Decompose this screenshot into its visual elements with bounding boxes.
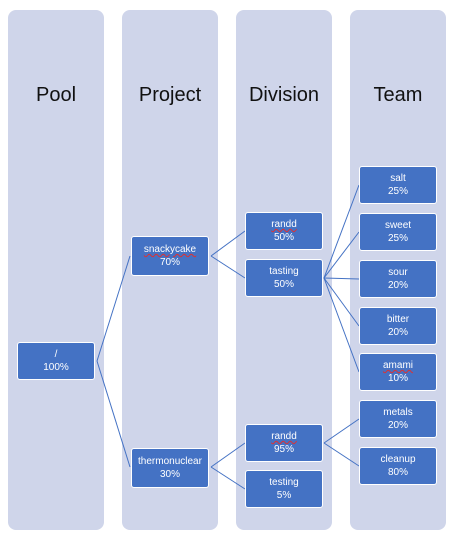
node-thermonuclear-randd[interactable]: randd 95%: [245, 424, 323, 462]
node-sweet[interactable]: sweet 25%: [359, 213, 437, 251]
connector-randd-cleanup: [323, 442, 360, 467]
node-thermonuclear-name: thermonuclear: [138, 456, 202, 467]
node-thermonuclear-testing-name: testing: [269, 477, 299, 488]
node-metals-percent: 20%: [387, 420, 408, 431]
node-cleanup-percent: 80%: [387, 467, 408, 478]
node-snackycake-randd[interactable]: randd 50%: [245, 212, 323, 250]
node-thermonuclear-percent: 30%: [159, 469, 180, 480]
connector-thermonuclear-randd: [210, 442, 246, 468]
node-snackycake-randd-percent: 50%: [273, 232, 294, 243]
node-metals-name: metals: [383, 407, 413, 418]
node-snackycake-tasting-name: tasting: [269, 266, 299, 277]
project-column-title: Project: [138, 84, 202, 106]
node-amami-name: amami: [382, 360, 413, 371]
connector-thermonuclear-testing: [210, 466, 246, 490]
connector-tasting-sour: [323, 277, 360, 280]
connector-randd-metals: [323, 418, 360, 444]
node-salt-name: salt: [390, 173, 406, 184]
node-cleanup[interactable]: cleanup 80%: [359, 447, 437, 485]
node-cleanup-name: cleanup: [380, 454, 416, 465]
node-thermonuclear-testing[interactable]: testing 5%: [245, 470, 323, 508]
connector-snackycake-tasting: [210, 255, 246, 279]
node-thermonuclear-testing-percent: 5%: [276, 490, 292, 501]
node-sour-name: sour: [388, 267, 408, 278]
connector-tasting-amami: [323, 277, 360, 373]
node-bitter[interactable]: bitter 20%: [359, 307, 437, 345]
node-salt[interactable]: salt 25%: [359, 166, 437, 204]
node-metals[interactable]: metals 20%: [359, 400, 437, 438]
connector-root-thermonuclear: [96, 360, 131, 468]
division-column-title: Division: [248, 84, 320, 106]
node-thermonuclear-randd-percent: 95%: [273, 444, 294, 455]
connector-tasting-bitter: [323, 277, 360, 327]
node-sour[interactable]: sour 20%: [359, 260, 437, 298]
node-root[interactable]: / 100%: [17, 342, 95, 380]
node-bitter-name: bitter: [386, 314, 410, 325]
node-sweet-name: sweet: [384, 220, 412, 231]
node-sweet-percent: 25%: [387, 233, 408, 244]
pool-column: Pool: [8, 10, 104, 530]
node-snackycake-name: snackycake: [143, 244, 197, 255]
node-root-name: /: [54, 349, 58, 360]
node-snackycake-percent: 70%: [159, 257, 180, 268]
connector-tasting-salt: [323, 184, 360, 279]
connector-snackycake-randd: [210, 230, 246, 257]
node-sour-percent: 20%: [387, 280, 408, 291]
node-thermonuclear-randd-name: randd: [271, 431, 297, 442]
connector-tasting-sweet: [323, 231, 360, 279]
node-bitter-percent: 20%: [387, 327, 408, 338]
node-root-percent: 100%: [43, 362, 69, 373]
node-thermonuclear[interactable]: thermonuclear 30%: [131, 448, 209, 488]
pool-column-title: Pool: [35, 84, 77, 106]
node-snackycake[interactable]: snackycake 70%: [131, 236, 209, 276]
node-amami-percent: 10%: [387, 373, 408, 384]
node-amami[interactable]: amami 10%: [359, 353, 437, 391]
node-snackycake-tasting[interactable]: tasting 50%: [245, 259, 323, 297]
node-snackycake-randd-name: randd: [271, 219, 297, 230]
node-salt-percent: 25%: [387, 186, 408, 197]
connector-root-snackycake: [96, 255, 131, 362]
node-snackycake-tasting-percent: 50%: [273, 279, 294, 290]
team-column-title: Team: [373, 84, 423, 106]
